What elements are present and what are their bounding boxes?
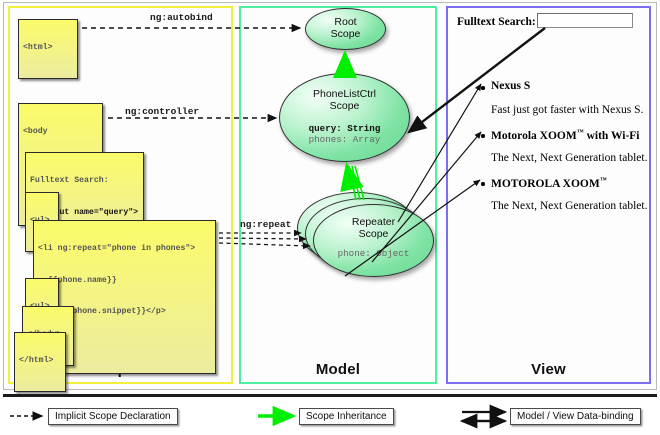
view-search-input[interactable] — [537, 13, 633, 28]
scope-phonelistctrl-title-1: PhoneListCtrl — [312, 88, 377, 100]
legend-arrow-double — [459, 404, 508, 429]
code-line: <p>{{phone.snippet}}</p> — [38, 307, 166, 316]
code-box-html-open: <html> — [18, 19, 78, 79]
scope-repeater-title-2: Scope — [358, 228, 389, 240]
scope-root: Root Scope — [305, 8, 386, 50]
view-bullet-icon — [481, 86, 485, 90]
trademark-icon: ™ — [576, 128, 584, 136]
view-item-desc-2: The Next, Next Generation tablet. — [491, 200, 648, 212]
view-item-title-0: Nexus S — [491, 80, 531, 92]
scope-repeater-title-1: Repeater — [351, 216, 396, 228]
view-item-title-suffix: with Wi-Fi — [583, 129, 640, 142]
panel-label-view: View — [531, 361, 566, 378]
view-item-desc-0: Fast just got faster with Nexus S. — [491, 104, 644, 116]
code-box-html-close: </html> — [14, 332, 66, 392]
scope-root-title-2: Scope — [330, 28, 361, 40]
panel-view: View — [446, 6, 651, 384]
edge-label-repeat: ng:repeat — [240, 219, 292, 230]
legend-item-scope-inheritance: Scope Inheritance — [299, 408, 394, 425]
code-line: </html> — [19, 356, 54, 365]
scope-prop-phones: phones: Array — [308, 134, 381, 145]
view-item-title-text: MOTOROLA XOOM — [491, 177, 600, 190]
edge-label-autobind: ng:autobind — [150, 12, 213, 23]
code-line: <li ng:repeat="phone in phones"> — [38, 244, 196, 253]
view-item-title-2: MOTOROLA XOOM™ — [491, 176, 607, 190]
view-item-title-1: Motorola XOOM™ with Wi-Fi — [491, 128, 640, 142]
legend-item-model-view-data-binding: Model / View Data-binding — [510, 408, 641, 425]
code-line: {{phone.name}} — [38, 275, 117, 285]
code-line: <body — [23, 127, 48, 136]
code-line: <html> — [23, 43, 53, 52]
scope-prop-phone: phone: Object — [337, 248, 410, 259]
scope-phonelistctrl-title-2: Scope — [329, 100, 360, 112]
trademark-icon: ™ — [599, 176, 607, 184]
scope-repeater: Repeater Scope phone: Object — [313, 204, 434, 277]
legend-divider — [3, 394, 657, 397]
view-item-desc-1: The Next, Next Generation tablet. — [491, 152, 648, 164]
view-search-label: Fulltext Search: — [457, 16, 536, 28]
scope-root-title-1: Root — [334, 16, 357, 28]
edge-label-controller: ng:controller — [125, 106, 200, 117]
legend-item-implicit-scope-declaration: Implicit Scope Declaration — [48, 408, 178, 425]
scope-prop-query: query: String — [308, 123, 381, 134]
scope-phonelistctrl: PhoneListCtrl Scope query: String phones… — [279, 73, 410, 162]
view-item-title-text: Motorola XOOM — [491, 129, 577, 142]
panel-label-model: Model — [315, 361, 361, 378]
code-line: Fulltext Search: — [30, 176, 109, 185]
view-bullet-icon — [481, 182, 485, 186]
view-bullet-icon — [481, 134, 485, 138]
